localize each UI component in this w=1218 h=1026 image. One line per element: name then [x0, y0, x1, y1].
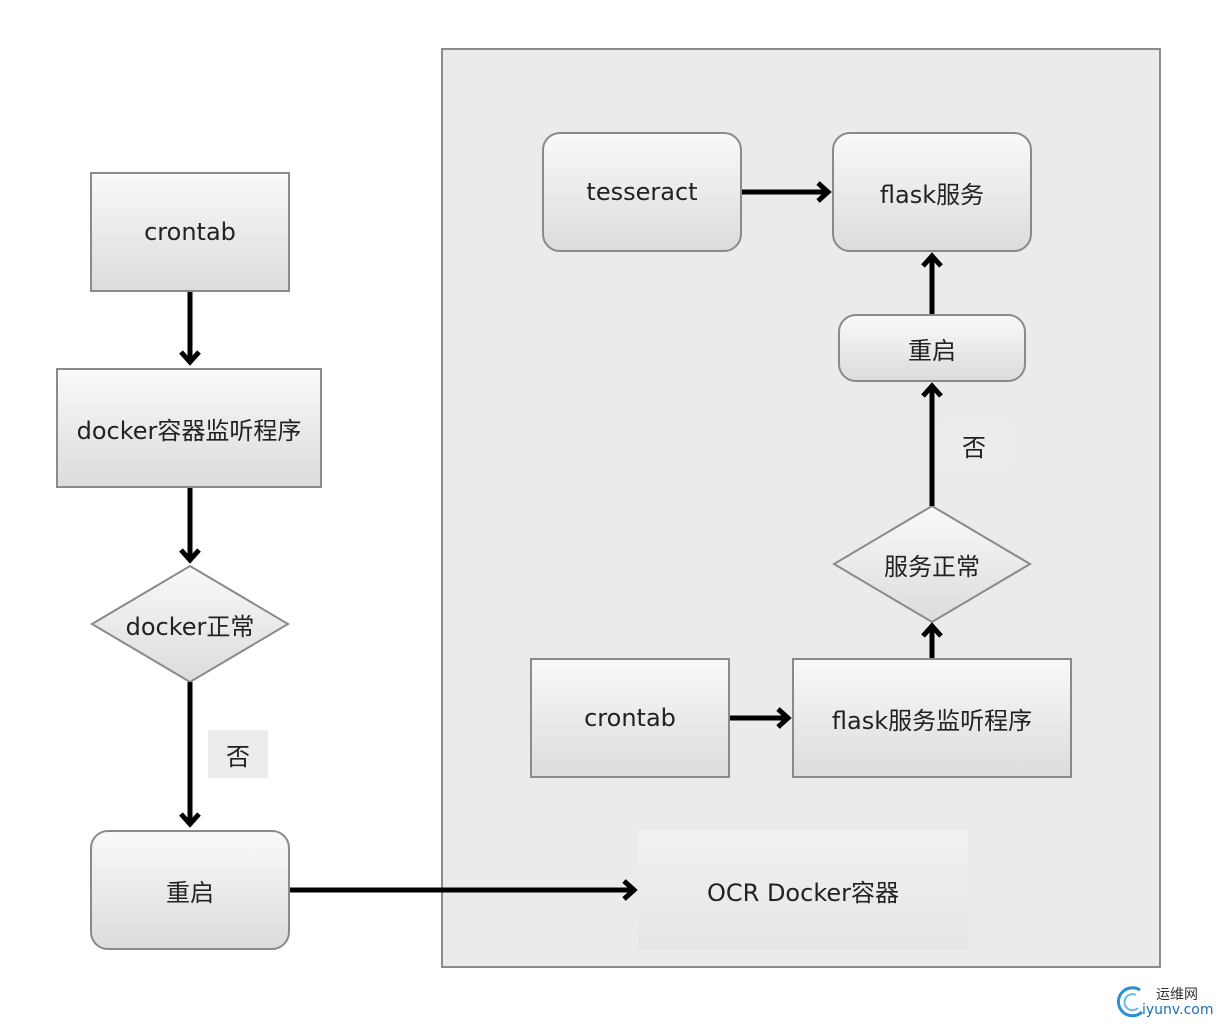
arrowhead	[921, 252, 943, 268]
ocr-docker-label: OCR Docker容器	[638, 830, 968, 950]
container-restart-box[interactable]: 重启	[838, 314, 1026, 382]
watermark-swirl-icon	[1116, 986, 1144, 1018]
arrowhead	[921, 382, 943, 398]
container-crontab-box[interactable]: crontab	[530, 658, 730, 778]
service-ok-diamond[interactable]	[832, 504, 1032, 624]
arrowhead	[179, 548, 201, 564]
watermark-en-text: iyunv.com	[1142, 1002, 1214, 1018]
left-no-label: 否	[208, 730, 268, 778]
arrowhead	[179, 350, 201, 366]
watermark-cn-text: 运维网	[1156, 987, 1198, 1003]
arrowhead	[816, 181, 832, 203]
flask-service-box[interactable]: flask服务	[832, 132, 1032, 252]
left-crontab-box[interactable]: crontab	[90, 172, 290, 292]
arrowhead	[776, 707, 792, 729]
docker-monitor-box[interactable]: docker容器监听程序	[56, 368, 322, 488]
tesseract-box[interactable]: tesseract	[542, 132, 742, 252]
arrowhead	[179, 812, 201, 828]
docker-ok-diamond[interactable]	[90, 564, 290, 684]
left-restart-box[interactable]: 重启	[90, 830, 290, 950]
arrowhead	[622, 879, 638, 901]
flask-monitor-box[interactable]: flask服务监听程序	[792, 658, 1072, 778]
arrowhead	[921, 622, 943, 638]
container-no-label: 否	[938, 422, 1010, 468]
watermark-logo: 运维网 iyunv.com	[1112, 982, 1218, 1022]
